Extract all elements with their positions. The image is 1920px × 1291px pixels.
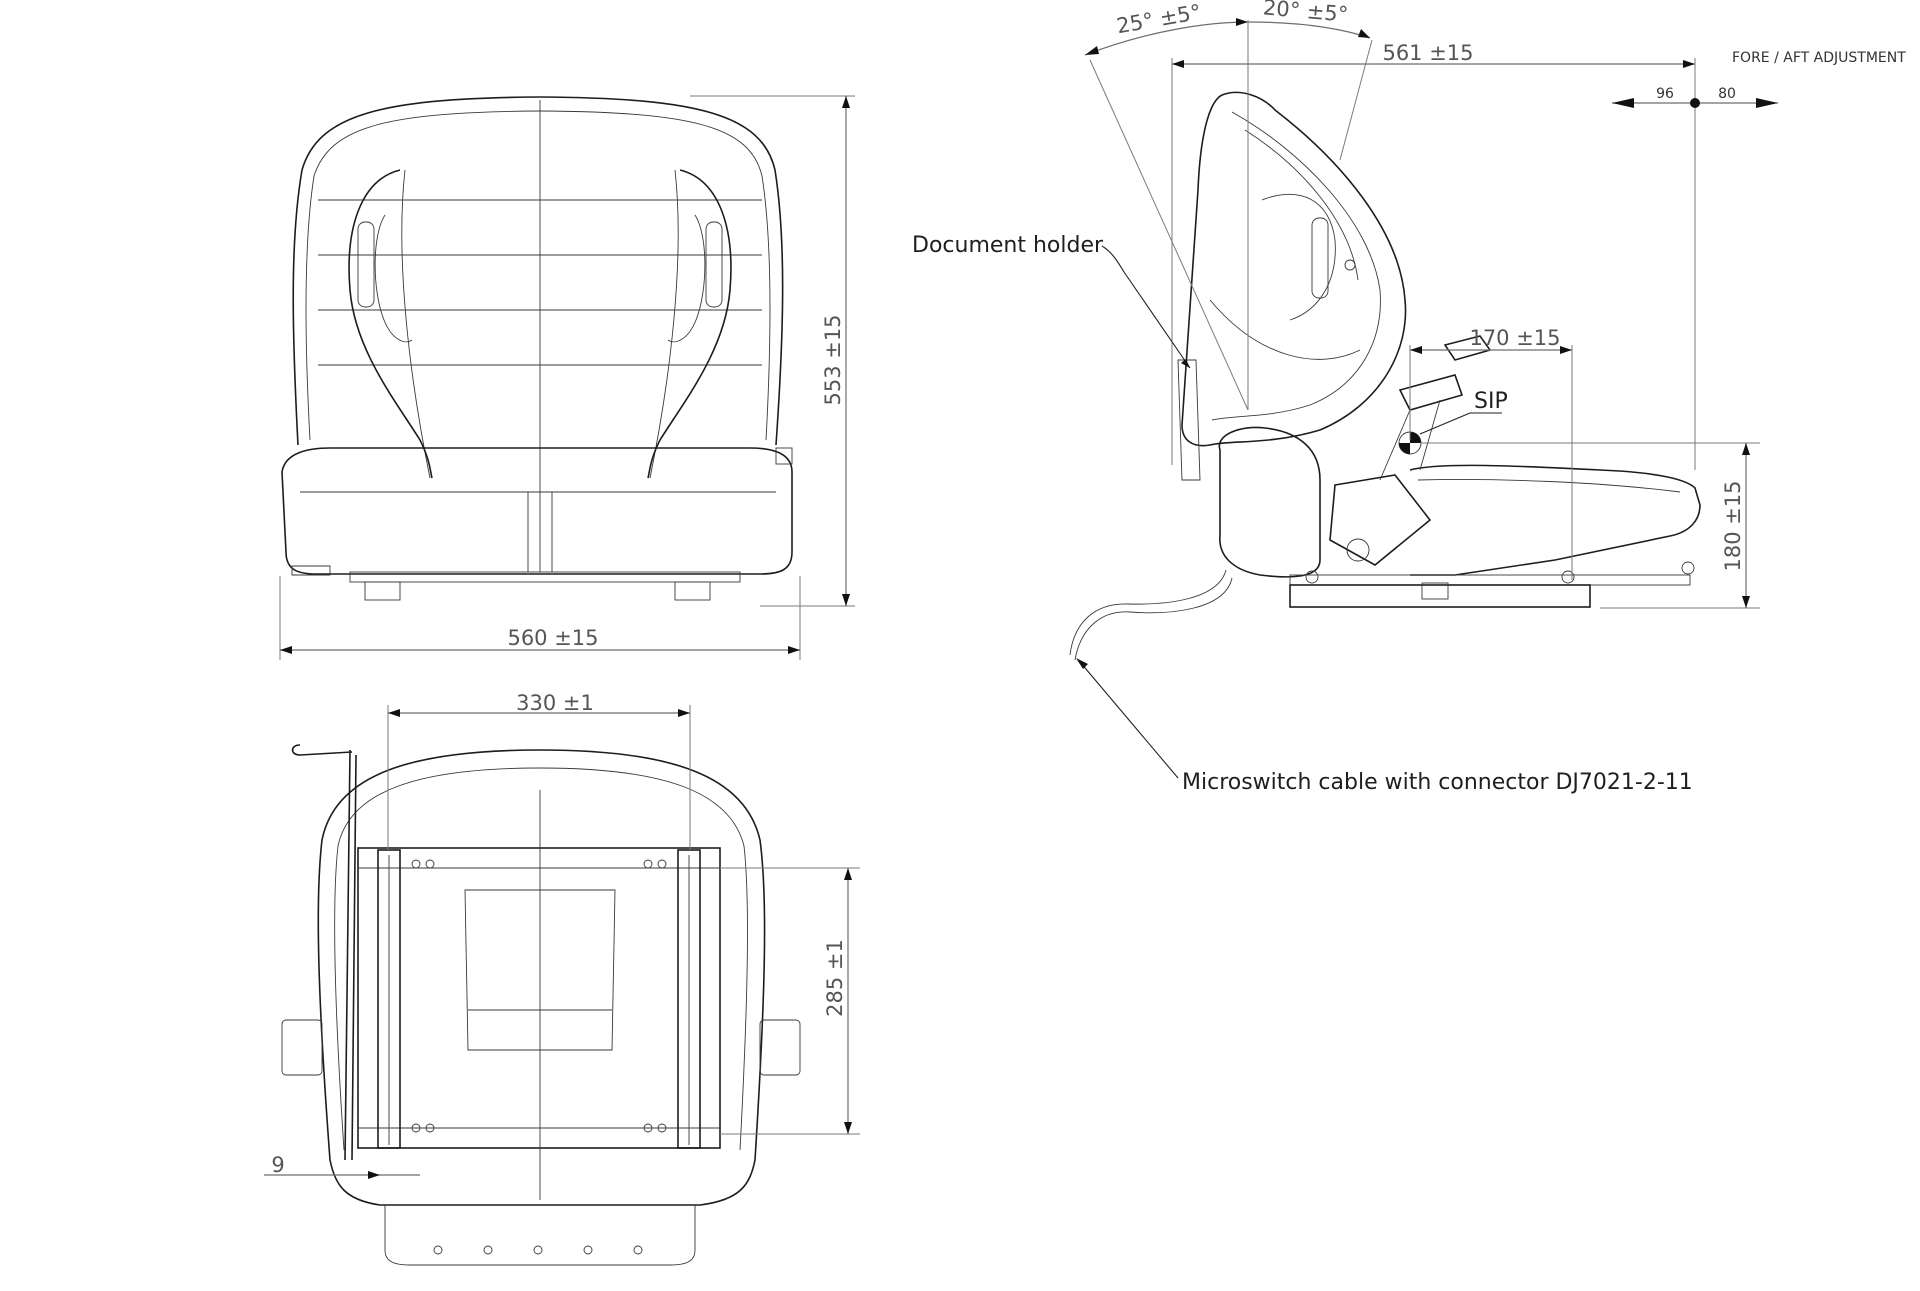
side-view <box>1069 91 1701 661</box>
belt-dimension: 170 ±15 <box>1409 326 1573 580</box>
mount-depth-dimension: 285 ±1 <box>720 867 860 1135</box>
sip-height-dimension: 180 ±15 <box>1420 442 1760 609</box>
front-height-dimension: 553 ±15 <box>690 95 855 607</box>
belt-dim-label: 170 ±15 <box>1469 326 1560 350</box>
rail-spacing-dimension: 330 ±1 <box>387 691 691 850</box>
recline-angles: 25° ±5° 20° ±5° <box>1084 0 1373 411</box>
offset-label: 9 <box>271 1153 284 1177</box>
document-holder-callout: Document holder <box>912 233 1191 369</box>
fore-aft-label: FORE / AFT ADJUSTMENT <box>1732 50 1906 66</box>
document-holder-label: Document holder <box>912 233 1104 258</box>
aft-value: 80 <box>1718 86 1736 102</box>
rail-spacing-label: 330 ±1 <box>516 691 594 715</box>
sip-callout: SIP <box>1419 389 1508 435</box>
front-width-dimension: 560 ±15 <box>279 576 801 660</box>
fore-aft-adjustment: FORE / AFT ADJUSTMENT 96 80 <box>1612 50 1906 108</box>
length-dimension: 561 ±15 <box>1171 41 1696 470</box>
fore-value: 96 <box>1656 86 1674 102</box>
cable-label: Microswitch cable with connector DJ7021-… <box>1182 770 1693 795</box>
length-label: 561 ±15 <box>1382 41 1473 65</box>
cable-callout: Microswitch cable with connector DJ7021-… <box>1076 658 1693 795</box>
offset-dimension: 9 <box>264 1153 420 1179</box>
bottom-view <box>281 744 801 1266</box>
sip-label: SIP <box>1474 389 1508 414</box>
front-width-label: 560 ±15 <box>507 626 598 650</box>
front-view <box>281 96 793 601</box>
sip-height-label: 180 ±15 <box>1721 480 1745 571</box>
mount-depth-label: 285 ±1 <box>823 939 847 1017</box>
front-height-label: 553 ±15 <box>821 314 845 405</box>
